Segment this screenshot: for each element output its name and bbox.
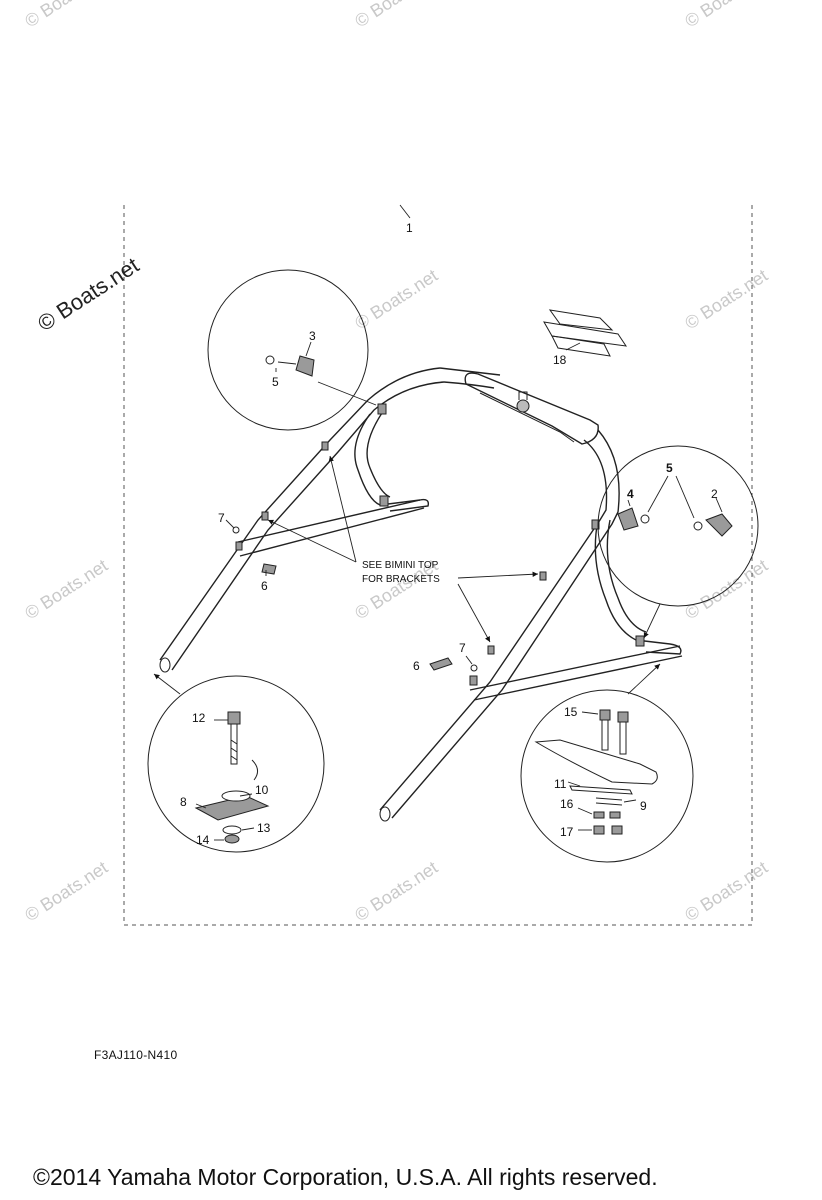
callout-3: 3: [309, 329, 316, 343]
callout-5-left: 5: [272, 375, 279, 389]
watermark-10: © Boats.net: [681, 857, 771, 925]
tower-frame: [159, 367, 683, 822]
callout-4: 4: [627, 487, 634, 501]
bimini-note-line2: FOR BRACKETS: [362, 574, 440, 585]
callout-7-left: 7: [218, 511, 225, 525]
callout-11: 11: [554, 777, 567, 791]
callout-5-right: 5: [666, 461, 673, 475]
callout-10: 10: [255, 783, 269, 797]
callout-16: 16: [560, 797, 574, 811]
callout-9: 9: [640, 799, 647, 813]
detail-circle-top-left: [207, 269, 377, 431]
callout-2: 2: [711, 487, 718, 501]
watermark-3: © Boats.net: [351, 265, 441, 333]
detail-circle-bottom-left: [147, 673, 325, 853]
watermark-4: © Boats.net: [681, 265, 771, 333]
watermark-0: © Boats.net: [21, 0, 111, 31]
part-18-plates: [543, 309, 628, 357]
watermark-8: © Boats.net: [21, 857, 111, 925]
callout-17: 17: [560, 825, 574, 839]
assembly-boundary: [123, 205, 753, 926]
callout-8: 8: [180, 795, 187, 809]
watermark-group: © Boats.net © Boats.net © Boats.net © Boats…: [21, 0, 771, 925]
callout-1: 1: [406, 221, 413, 235]
watermark-5: © Boats.net: [21, 555, 111, 623]
copyright-notice: ©2014 Yamaha Motor Corporation, U.S.A. A…: [33, 1164, 658, 1190]
callout-13: 13: [257, 821, 271, 835]
callout-14: 14: [196, 833, 210, 847]
callout-12: 12: [192, 711, 206, 725]
watermark-2: © Boats.net: [681, 0, 771, 31]
callout-18: 18: [553, 353, 567, 367]
detail-circle-right: [597, 445, 759, 639]
callout-7-right: 7: [459, 641, 466, 655]
boats-net-logo: © Boats.net: [33, 252, 143, 336]
callout-15: 15: [564, 705, 578, 719]
watermark-1: © Boats.net: [351, 0, 441, 31]
bimini-note-line1: SEE BIMINI TOP: [362, 560, 439, 571]
callout-6-left: 6: [261, 579, 268, 593]
callout-6-right: 6: [413, 659, 420, 673]
watermark-9: © Boats.net: [351, 857, 441, 925]
drawing-code: F3AJ110-N410: [94, 1048, 178, 1062]
detail-circle-bottom-right: [520, 663, 694, 863]
